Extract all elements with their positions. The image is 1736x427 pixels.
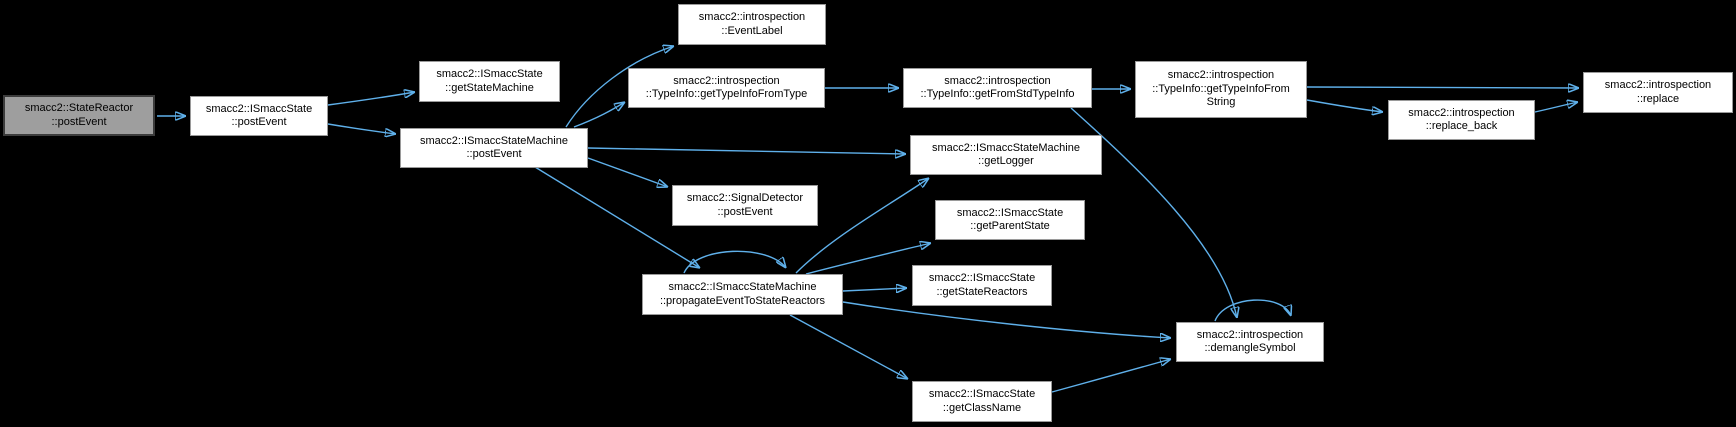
node-statereactor-postevent[interactable]: smacc2::StateReactor ::postEvent bbox=[3, 95, 155, 136]
node-label-line: ::getStateReactors bbox=[936, 285, 1028, 298]
node-label-line: ::replace bbox=[1636, 92, 1680, 105]
edge-propagate-self-loop bbox=[683, 250, 786, 274]
node-label-line: smacc2::introspection bbox=[698, 11, 806, 23]
node-label-line: ::postEvent bbox=[717, 205, 773, 218]
node-typeinfo-getfromstdtypeinfo[interactable]: smacc2::introspection ::TypeInfo::getFro… bbox=[903, 68, 1092, 108]
node-label-line: smacc2::introspection bbox=[944, 74, 1051, 87]
node-label-line: smacc2::ISmaccStateMachine bbox=[420, 134, 568, 147]
node-label-line: String bbox=[1206, 96, 1236, 109]
node-ismaccstatemachine-getlogger[interactable]: smacc2::ISmaccStateMachine ::getLogger bbox=[910, 135, 1102, 175]
node-ismaccstate-getparentstate[interactable]: smacc2::ISmaccState ::getParentState bbox=[935, 200, 1085, 240]
edge-demanglesymbol-self-loop bbox=[1214, 299, 1291, 322]
node-signaldetector-postevent[interactable]: smacc2::SignalDetector ::postEvent bbox=[672, 185, 818, 226]
edge-ismaccstate-postevent-to-getstatemachine bbox=[327, 92, 415, 106]
node-label-line: ::getParentState bbox=[970, 220, 1050, 232]
node-label-line: ::postEvent bbox=[51, 115, 107, 128]
node-label-line: smacc2::SignalDetector bbox=[686, 192, 804, 204]
node-label-line: smacc2::ISmaccState bbox=[205, 102, 313, 115]
node-label-line: ::getClassName bbox=[942, 401, 1022, 414]
edge-getclassname-to-demanglesymbol bbox=[1051, 359, 1171, 393]
node-label-line: ::getStateMachine bbox=[445, 81, 534, 94]
edge-propagate-to-getstatereactors bbox=[842, 288, 907, 291]
edge-propagate-to-getlogger bbox=[795, 178, 929, 274]
edge-propagate-to-getparentstate bbox=[805, 243, 931, 275]
node-label-line: smacc2::ISmaccStateMachine bbox=[668, 281, 817, 293]
edge-ismaccstate-postevent-to-ismaccstatemachine-postevent bbox=[327, 123, 396, 134]
node-label-line: ::getLogger bbox=[978, 155, 1034, 167]
node-typeinfo-gettypeinfofromstring[interactable]: smacc2::introspection ::TypeInfo::getTyp… bbox=[1135, 61, 1307, 118]
node-label-line: ::TypeInfo::getTypeInfoFromType bbox=[645, 88, 808, 100]
node-introspection-replace[interactable]: smacc2::introspection ::replace bbox=[1583, 72, 1733, 113]
node-label-line: ::replace_back bbox=[1425, 120, 1498, 132]
node-label-line: ::TypeInfo::getFromStdTypeInfo bbox=[920, 88, 1075, 100]
edge-getfromstdtypeinfo-to-demanglesymbol bbox=[1070, 107, 1237, 318]
edge-postevent-to-getlogger bbox=[587, 147, 906, 154]
edge-gettypeinfofromstring-to-replace-back bbox=[1306, 99, 1383, 112]
edge-postevent-to-eventlabel bbox=[565, 46, 674, 128]
edge-propagate-to-getclassname bbox=[789, 314, 908, 379]
edge-gettypeinfofromstring-to-replace bbox=[1306, 87, 1579, 88]
edge-replace-back-to-replace bbox=[1534, 102, 1578, 113]
node-introspection-replace-back[interactable]: smacc2::introspection ::replace_back bbox=[1388, 100, 1535, 140]
node-ismaccstate-getstatemachine[interactable]: smacc2::ISmaccState ::getStateMachine bbox=[419, 61, 560, 102]
node-label-line: ::propagateEventToStateReactors bbox=[659, 294, 826, 307]
node-ismaccstate-postevent[interactable]: smacc2::ISmaccState ::postEvent bbox=[190, 96, 328, 136]
node-introspection-demanglesymbol[interactable]: smacc2::introspection ::demangleSymbol bbox=[1176, 322, 1324, 362]
node-label-line: ::postEvent bbox=[466, 148, 522, 160]
node-label-line: smacc2::ISmaccStateMachine bbox=[932, 141, 1080, 154]
node-propagateeventtostatereactors[interactable]: smacc2::ISmaccStateMachine ::propagateEv… bbox=[642, 274, 843, 315]
node-label-line: smacc2::introspection bbox=[1408, 106, 1515, 119]
node-label-line: ::demangleSymbol bbox=[1204, 342, 1296, 354]
node-typeinfo-gettypeinfofromtype[interactable]: smacc2::introspection ::TypeInfo::getTyp… bbox=[628, 68, 825, 108]
node-label-line: ::EventLabel bbox=[721, 24, 783, 37]
edge-propagate-to-demanglesymbol bbox=[842, 301, 1171, 338]
edge-postevent-to-gettypeinfofromtype bbox=[573, 102, 625, 128]
edge-postevent-to-propagateeventtostatereactors bbox=[534, 166, 700, 268]
node-label-line: ::postEvent bbox=[231, 116, 287, 128]
node-label-line: smacc2::ISmaccState bbox=[928, 388, 1036, 400]
node-ismaccstate-getclassname[interactable]: smacc2::ISmaccState ::getClassName bbox=[912, 381, 1052, 422]
node-ismaccstate-getstatereactors[interactable]: smacc2::ISmaccState ::getStateReactors bbox=[912, 265, 1052, 306]
node-label-line: ::TypeInfo::getTypeInfoFrom bbox=[1152, 82, 1290, 95]
node-ismaccstatemachine-postevent[interactable]: smacc2::ISmaccStateMachine ::postEvent bbox=[400, 128, 588, 168]
node-label-line: smacc2::StateReactor bbox=[24, 102, 134, 114]
node-label-line: smacc2::ISmaccState bbox=[928, 272, 1036, 284]
edge-postevent-to-signaldetector-postevent bbox=[587, 157, 668, 187]
node-label-line: smacc2::ISmaccState bbox=[436, 68, 543, 80]
node-label-line: smacc2::ISmaccState bbox=[956, 206, 1064, 219]
node-introspection-eventlabel[interactable]: smacc2::introspection ::EventLabel bbox=[678, 4, 826, 45]
node-label-line: smacc2::introspection bbox=[1167, 69, 1275, 82]
node-label-line: smacc2::introspection bbox=[1196, 328, 1304, 341]
node-label-line: smacc2::introspection bbox=[673, 74, 780, 87]
node-label-line: smacc2::introspection bbox=[1604, 79, 1712, 91]
